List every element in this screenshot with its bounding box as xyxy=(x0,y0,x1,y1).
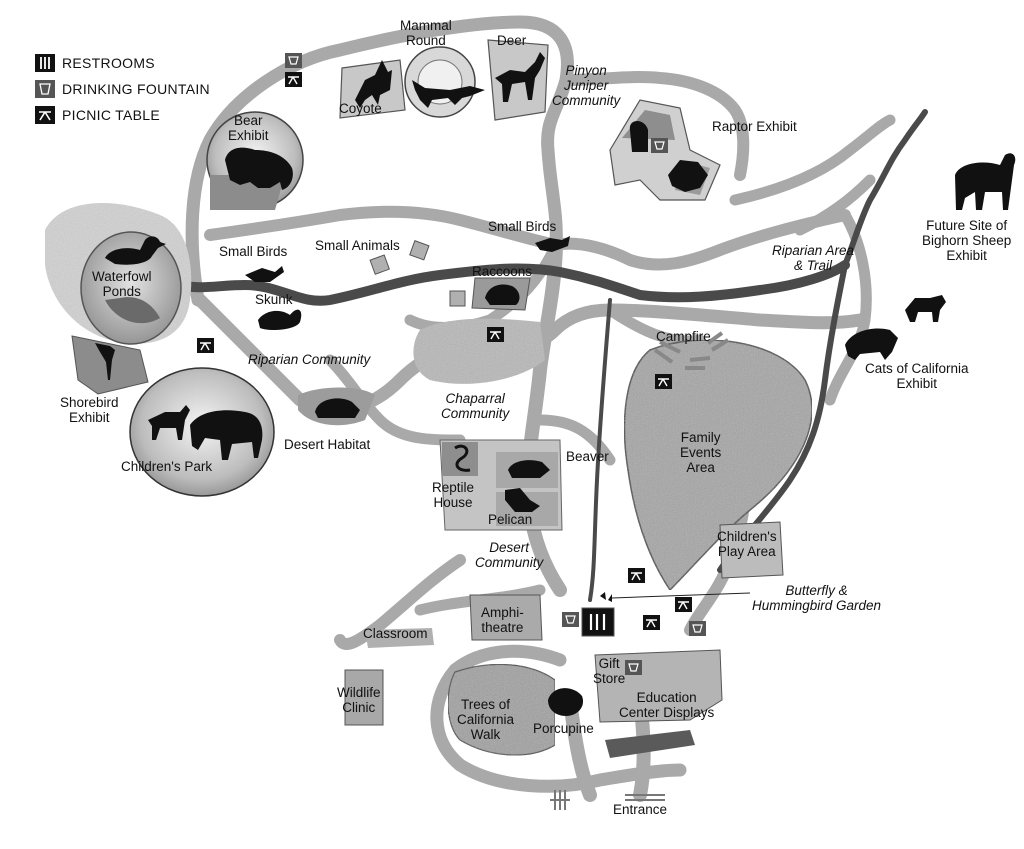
label-classroom[interactable]: Classroom xyxy=(363,626,428,641)
owl-icon xyxy=(629,121,648,152)
label-pelican[interactable]: Pelican xyxy=(488,512,533,527)
picnic-table-icon[interactable] xyxy=(285,72,302,87)
legend-row-drinking-fountain: DRINKING FOUNTAIN xyxy=(34,76,210,102)
fox-icon xyxy=(412,80,485,108)
small-bird-east-icon xyxy=(535,236,570,252)
picnic-table-icon[interactable] xyxy=(487,327,504,342)
drinking-fountain-icon[interactable] xyxy=(285,53,302,68)
legend-restrooms-label: RESTROOMS xyxy=(62,55,155,71)
animal-silhouettes xyxy=(95,52,1016,716)
drinking-fountain-icon xyxy=(35,80,55,98)
amenity-icons xyxy=(197,53,751,675)
small-bird-west-icon xyxy=(245,266,284,282)
picnic-table-icon[interactable] xyxy=(655,374,672,389)
legend-drinking-fountain-label: DRINKING FOUNTAIN xyxy=(62,81,210,97)
bighorn-icon xyxy=(955,153,1016,210)
duck-icon xyxy=(105,236,166,265)
mountain-lion-icon xyxy=(845,328,898,360)
label-coyote[interactable]: Coyote xyxy=(339,101,382,116)
pelican-icon xyxy=(505,488,540,512)
skunk-icon xyxy=(258,309,302,330)
label-small-animals[interactable]: Small Animals xyxy=(315,238,400,253)
bobcat-icon xyxy=(905,295,946,322)
exhibit-areas xyxy=(45,39,813,810)
goat-icon xyxy=(148,405,190,440)
drinking-fountain-icon[interactable] xyxy=(689,621,706,636)
raccoon-icon xyxy=(485,284,520,305)
label-skunk[interactable]: Skunk xyxy=(255,292,293,307)
map-legend: RESTROOMS DRINKING FOUNTAIN PICNIC TABLE xyxy=(34,50,210,128)
label-childrens-park[interactable]: Children's Park xyxy=(121,459,213,474)
bear-icon xyxy=(225,147,293,190)
label-raccoons[interactable]: Raccoons xyxy=(472,264,533,279)
snake-icon xyxy=(454,444,471,472)
butterfly-icon xyxy=(600,592,612,602)
label-raptor-exhibit[interactable]: Raptor Exhibit xyxy=(712,119,797,134)
legend-row-picnic-table: PICNIC TABLE xyxy=(34,102,210,128)
label-desert-habitat[interactable]: Desert Habitat xyxy=(284,437,371,452)
picnic-table-icon[interactable] xyxy=(628,568,645,583)
hawk-icon xyxy=(668,160,708,192)
label-campfire[interactable]: Campfire xyxy=(656,329,711,344)
picnic-table-icon[interactable] xyxy=(197,338,214,353)
label-entrance[interactable]: Entrance xyxy=(613,802,668,817)
tortoise-icon xyxy=(315,398,360,418)
label-butterfly-garden[interactable]: Butterfly &Hummingbird Garden xyxy=(752,583,882,613)
label-deer[interactable]: Deer xyxy=(497,33,527,48)
drinking-fountain-icon[interactable] xyxy=(562,612,579,627)
drinking-fountain-icon[interactable] xyxy=(651,138,668,153)
label-porcupine[interactable]: Porcupine xyxy=(533,721,594,736)
heron-icon xyxy=(95,343,115,380)
picnic-table-icon xyxy=(35,106,55,124)
legend-picnic-table-label: PICNIC TABLE xyxy=(62,107,160,123)
trees-walk-area xyxy=(447,663,556,756)
coyote-icon xyxy=(355,60,392,108)
label-beaver[interactable]: Beaver xyxy=(566,449,609,464)
label-amphitheatre[interactable]: Amphi-theatre xyxy=(481,605,524,635)
label-small-birds-east[interactable]: Small Birds xyxy=(488,219,557,234)
picnic-table-icon[interactable] xyxy=(675,597,692,612)
label-riparian-community: Riparian Community xyxy=(248,352,371,367)
family-events-area xyxy=(623,339,813,592)
restrooms-icon[interactable] xyxy=(581,607,615,637)
label-small-birds-west[interactable]: Small Birds xyxy=(219,244,288,259)
beaver-icon xyxy=(508,460,550,478)
drinking-fountain-icon[interactable] xyxy=(625,660,642,675)
label-riparian-area-trail[interactable]: Riparian Area& Trail xyxy=(772,243,855,273)
deer-icon xyxy=(495,52,545,102)
picnic-table-icon[interactable] xyxy=(643,615,660,630)
pony-icon xyxy=(190,410,263,460)
legend-row-restrooms: RESTROOMS xyxy=(34,50,210,76)
restrooms-icon xyxy=(35,54,55,72)
porcupine-icon xyxy=(548,688,584,716)
